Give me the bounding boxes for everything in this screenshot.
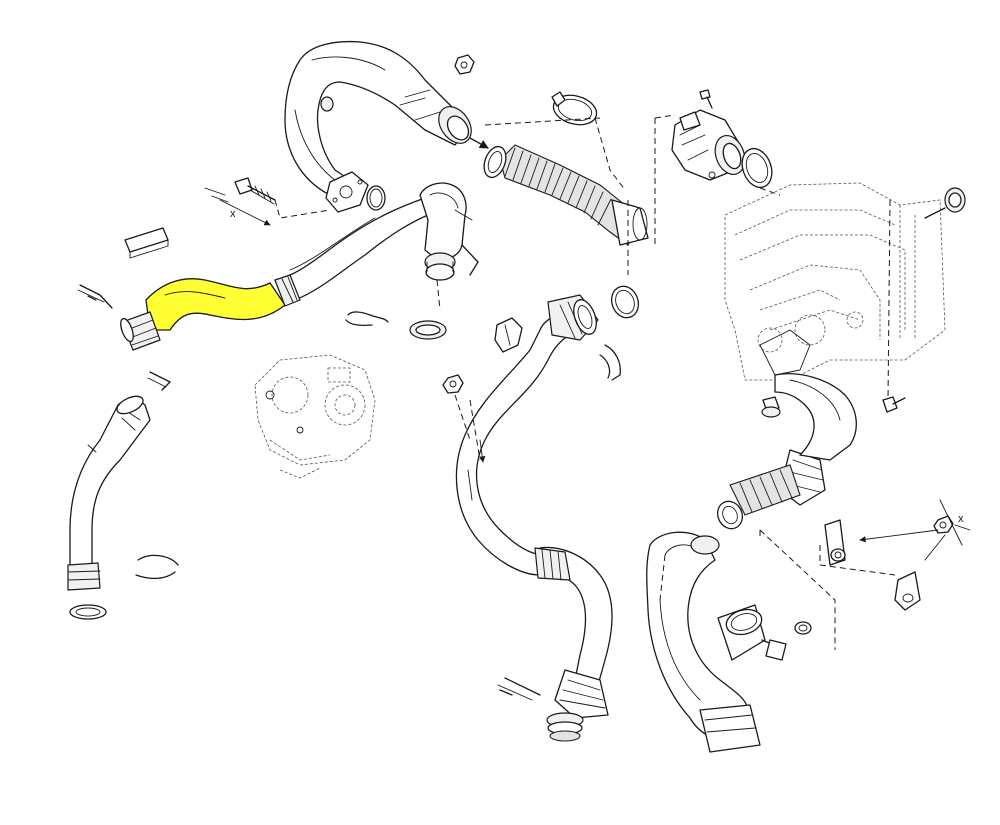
dimension-label-right: x [958,513,964,525]
engine-block-outline [724,182,946,381]
leader-lines-top [484,117,656,275]
highlighted-hose [120,189,451,351]
center-right-leaders [659,530,761,601]
bracket-right: x [819,499,971,611]
bolt-with-dimension: x [204,177,331,226]
nut-top [454,54,475,75]
left-lower-pipe [67,371,179,620]
top-intake-pipe [284,40,472,213]
hose-clamp-top [551,91,626,191]
corrugated-hose [469,137,649,246]
throttle-body [654,89,781,196]
bracket-mid [442,317,523,441]
o-ring-mid [599,285,640,381]
turbocharger [254,354,376,479]
o-ring-center [409,320,447,340]
hose-highlight-fill [145,278,286,331]
clip-left [77,284,113,309]
center-elbow [419,182,479,311]
right-lower-elbow [646,531,812,753]
pad-block [124,227,169,259]
spring-clip-center [345,311,389,326]
dimension-label: x [230,208,236,220]
right-mid-coupler [716,373,857,650]
sensor-plug-right [882,187,966,413]
center-long-hose [455,294,613,742]
